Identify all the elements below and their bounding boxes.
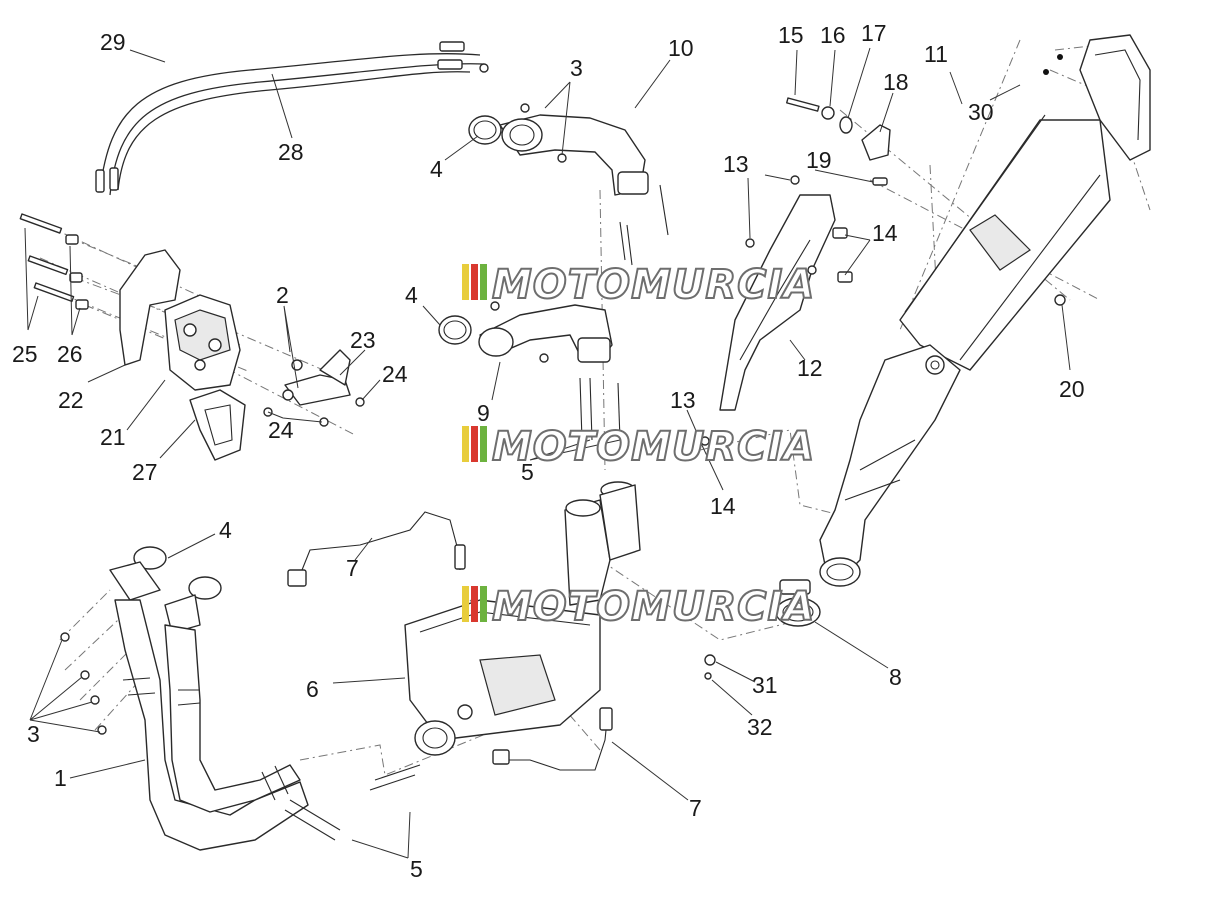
callout-23: 23 xyxy=(350,327,376,353)
callout-15: 15 xyxy=(778,22,804,48)
callout-9: 9 xyxy=(477,400,490,426)
callout-11: 11 xyxy=(924,41,948,67)
callout-24: 24 xyxy=(382,361,408,387)
callout-24: 24 xyxy=(268,417,294,443)
callout-6: 6 xyxy=(306,676,319,702)
callout-14: 14 xyxy=(872,220,898,246)
callout-26: 26 xyxy=(57,341,83,367)
callout-31: 31 xyxy=(752,672,778,698)
callout-21: 21 xyxy=(100,424,126,450)
rear-silencer xyxy=(819,34,1151,587)
callout-5: 5 xyxy=(521,459,534,485)
callout-8: 8 xyxy=(889,664,902,690)
callout-10: 10 xyxy=(668,35,694,61)
callout-2: 2 xyxy=(276,282,289,308)
callout-30: 30 xyxy=(968,99,994,125)
callout-16: 16 xyxy=(820,22,846,48)
callout-4: 4 xyxy=(430,156,443,182)
callout-7: 7 xyxy=(689,795,702,821)
ecu-bracket-assembly xyxy=(19,213,365,461)
callout-18: 18 xyxy=(883,69,909,95)
pre-silencer-box xyxy=(287,481,641,771)
callout-27: 27 xyxy=(132,459,158,485)
callout-20: 20 xyxy=(1059,376,1085,402)
callout-1: 1 xyxy=(54,765,67,791)
watermark-bottom: MOTOMURCIA xyxy=(462,583,815,631)
callout-29: 29 xyxy=(100,29,126,55)
watermark-text: MOTOMURCIA xyxy=(492,262,815,308)
watermark-top: MOTOMURCIA xyxy=(462,261,815,309)
callout-4: 4 xyxy=(219,517,232,543)
heat-shield xyxy=(700,175,853,446)
callout-25: 25 xyxy=(12,341,38,367)
exhaust-clamp xyxy=(704,579,821,680)
callout-19: 19 xyxy=(806,147,832,173)
callout-labels: 29 28 3 10 4 15 16 17 11 18 30 13 19 14 … xyxy=(12,20,1085,882)
watermark-text: MOTOMURCIA xyxy=(492,584,815,630)
callout-17: 17 xyxy=(861,20,887,46)
mounting-hardware xyxy=(786,97,891,186)
throttle-cables xyxy=(95,41,489,196)
callout-32: 32 xyxy=(747,714,773,740)
upper-link-pipe xyxy=(438,103,669,441)
callout-28: 28 xyxy=(278,139,304,165)
callout-12: 12 xyxy=(797,355,823,381)
callout-5: 5 xyxy=(410,856,423,882)
header-pipes xyxy=(60,546,421,851)
callout-4: 4 xyxy=(405,282,418,308)
callout-3: 3 xyxy=(27,721,40,747)
callout-13: 13 xyxy=(723,151,749,177)
watermark-middle: MOTOMURCIA xyxy=(462,423,815,471)
callout-14: 14 xyxy=(710,493,736,519)
callout-3: 3 xyxy=(570,55,583,81)
callout-7: 7 xyxy=(346,555,359,581)
leader-lines xyxy=(24,47,1071,859)
callout-13: 13 xyxy=(670,387,696,413)
watermark-text: MOTOMURCIA xyxy=(492,424,815,470)
callout-22: 22 xyxy=(58,387,84,413)
